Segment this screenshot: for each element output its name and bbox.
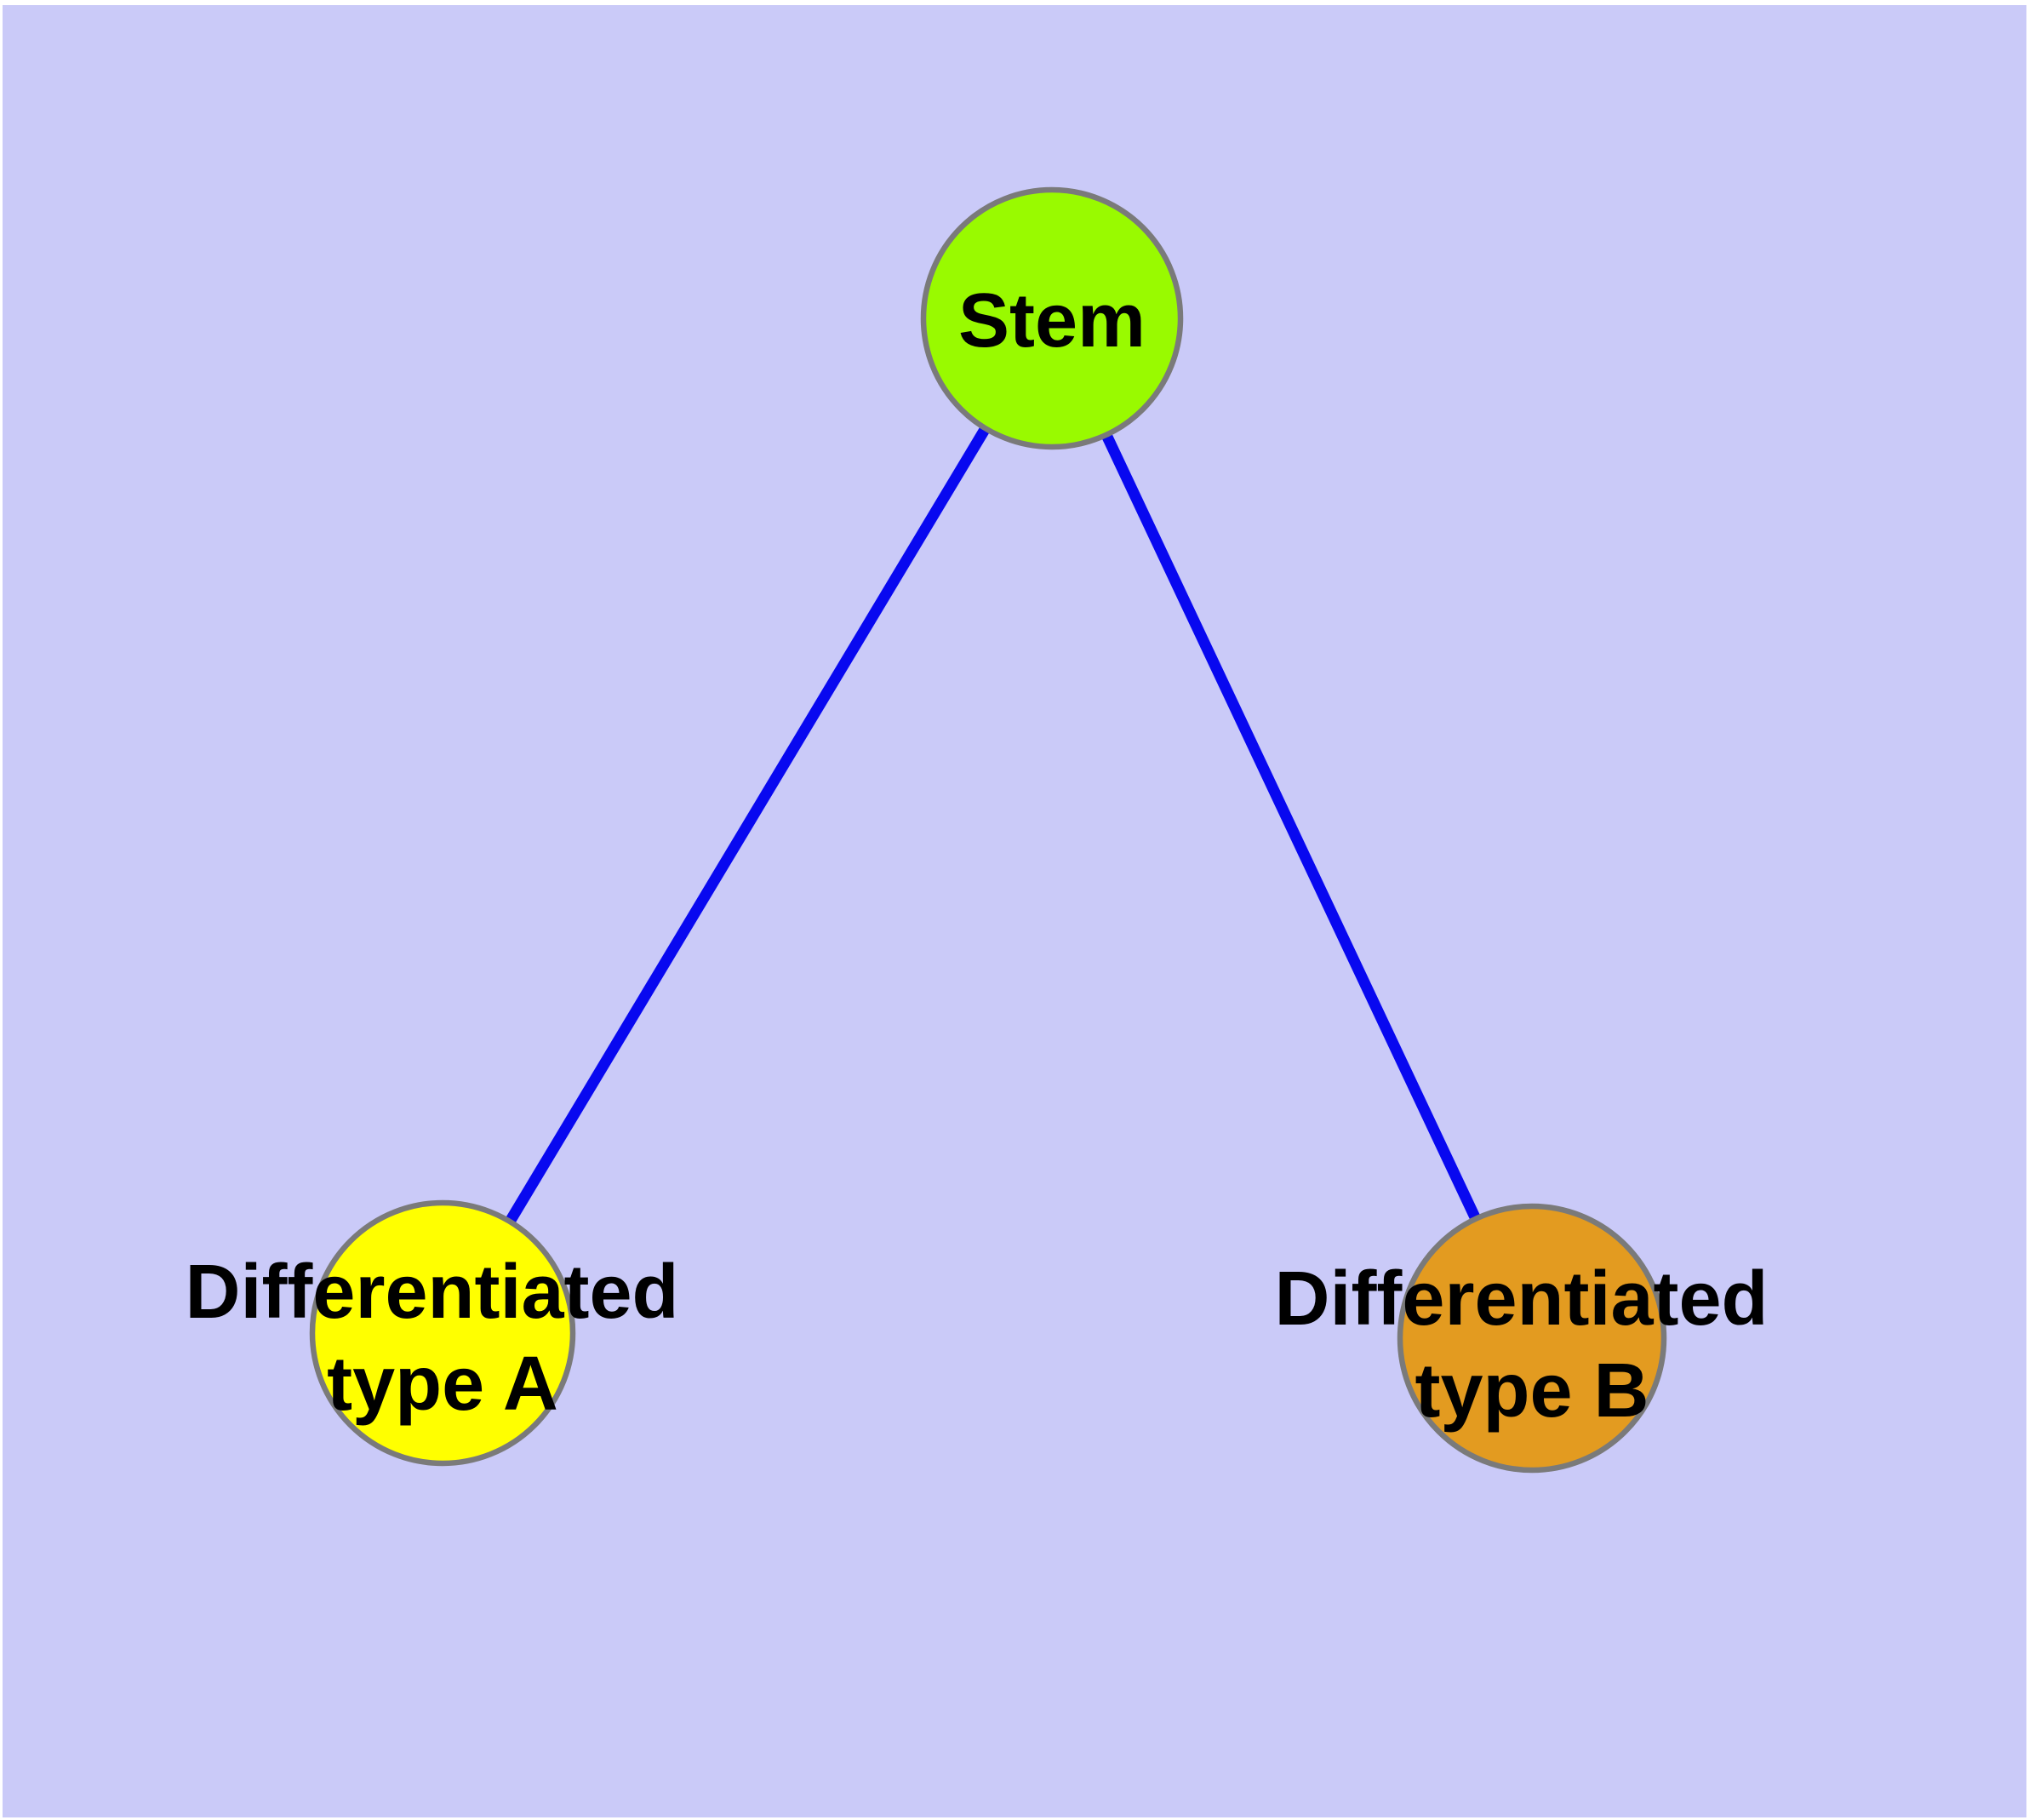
- node-type-b-label: Differentiated type B: [1274, 1256, 1789, 1434]
- node-type-b-label-line2: type B: [1415, 1348, 1649, 1434]
- node-stem-circle: [920, 186, 1184, 450]
- node-type-a-label: Differentiated type A: [185, 1250, 700, 1427]
- node-type-b-circle: [1397, 1203, 1667, 1474]
- edge-stem-to-type-a: [505, 425, 991, 1225]
- node-type-a-circle: [309, 1199, 576, 1467]
- node-type-b-label-line1: Differentiated: [1274, 1256, 1768, 1342]
- node-type-a-label-line1: Differentiated: [185, 1250, 678, 1335]
- node-stem-label: Stem: [958, 278, 1146, 363]
- node-stem-label-line1: Stem: [958, 278, 1146, 363]
- node-type-a-label-line2: type A: [327, 1342, 558, 1427]
- edge-stem-to-type-b: [1101, 432, 1481, 1222]
